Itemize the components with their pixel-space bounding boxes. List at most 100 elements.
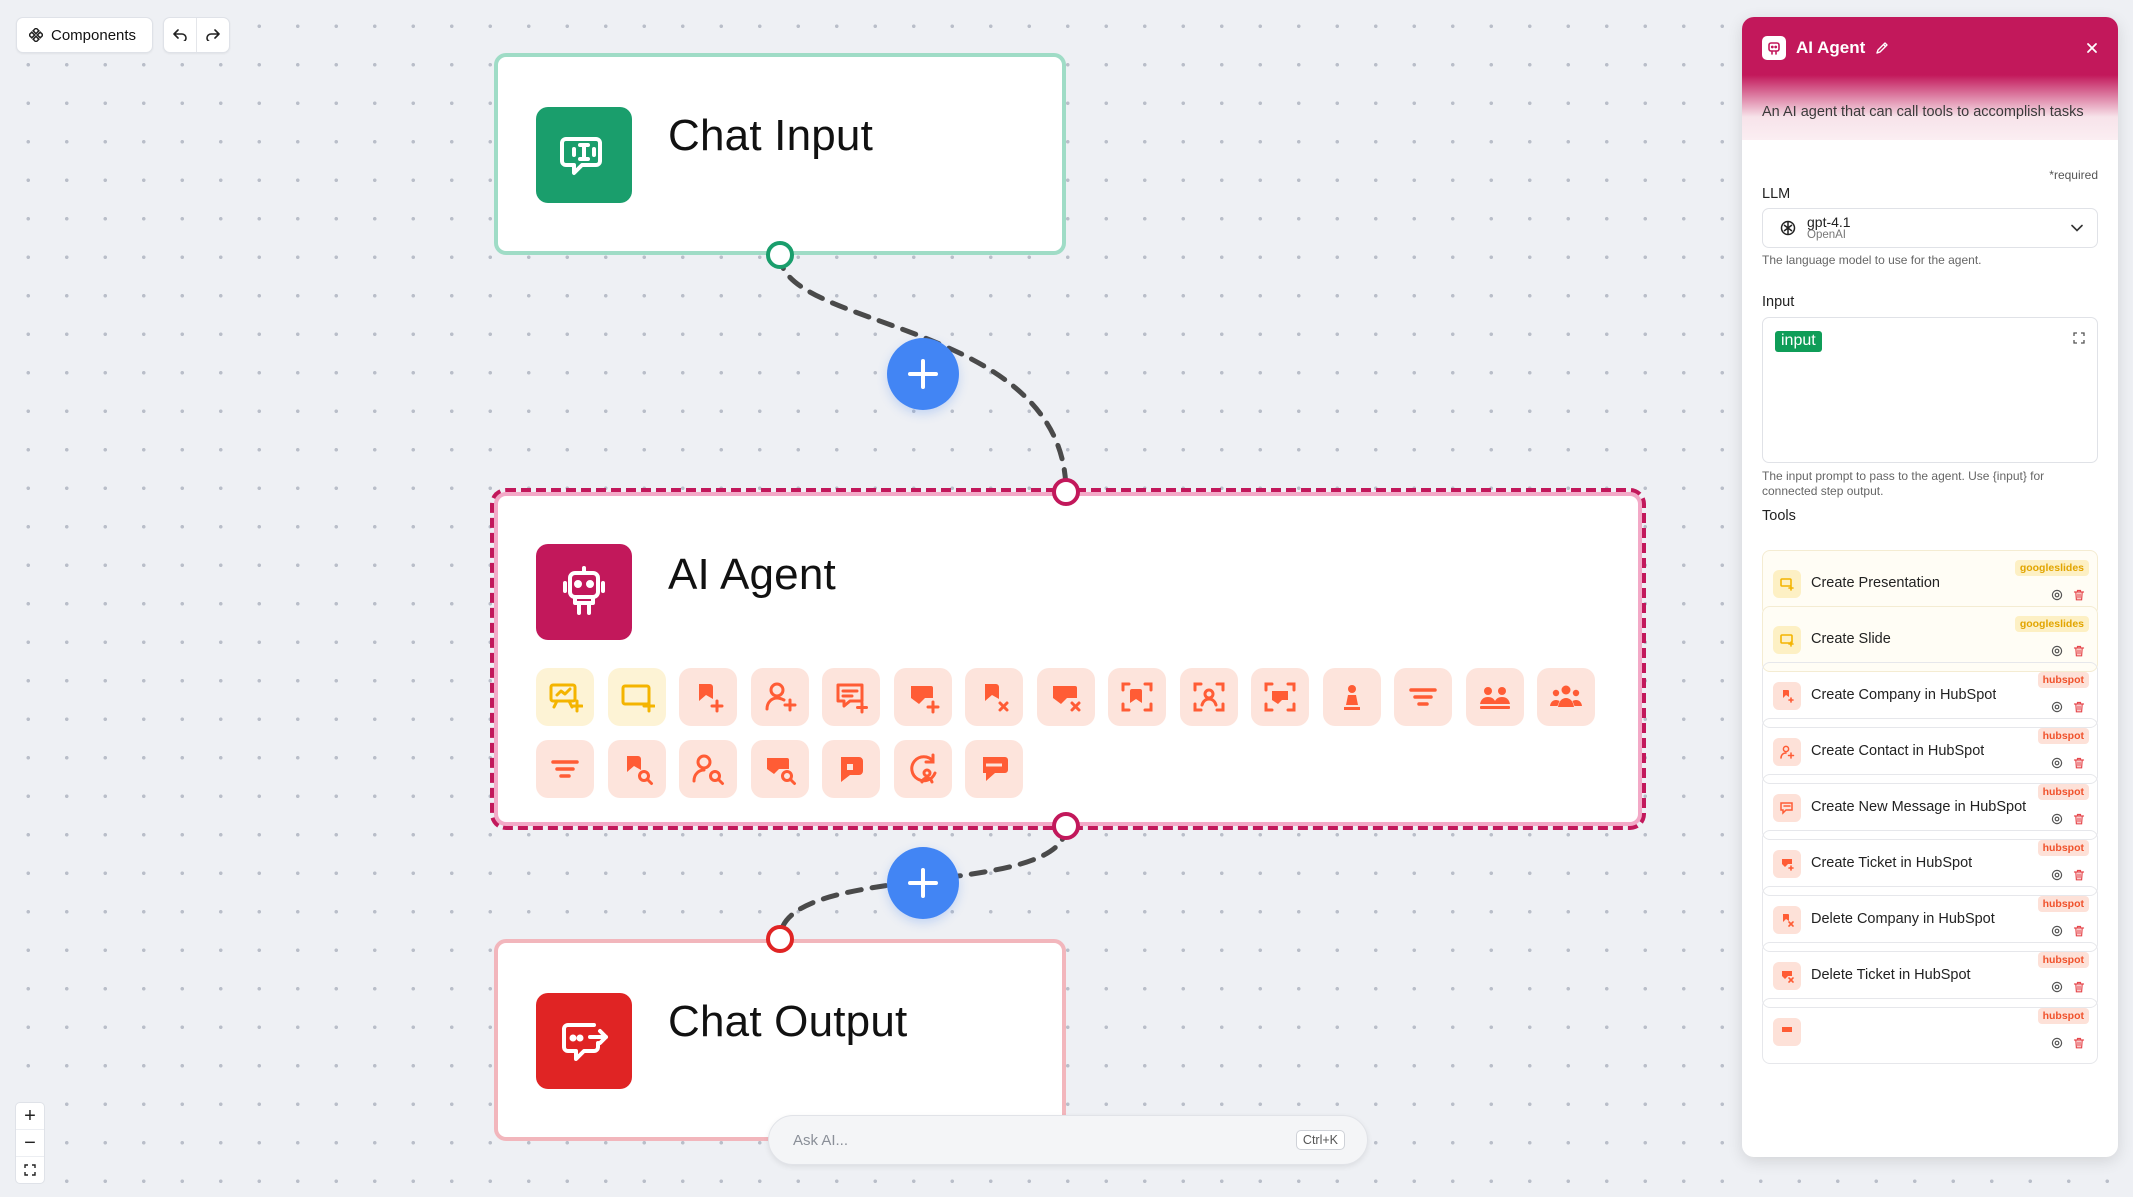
ticket-add-icon	[1773, 850, 1801, 878]
llm-select[interactable]: gpt-4.1 OpenAI	[1762, 208, 2098, 248]
tool-badge: googleslides	[2014, 616, 2089, 632]
tool-actions	[2051, 645, 2085, 657]
input-field[interactable]: input	[1762, 317, 2098, 463]
pawn-icon[interactable]	[1322, 668, 1381, 726]
undo-icon[interactable]	[164, 18, 196, 52]
panel-description: An AI agent that can call tools to accom…	[1762, 104, 2084, 120]
components-icon	[29, 28, 43, 42]
ai-agent-output-port[interactable]	[1052, 812, 1080, 840]
trash-icon[interactable]	[2073, 925, 2085, 937]
ai-agent-title: AI Agent	[668, 550, 836, 599]
filter-list-icon[interactable]	[536, 740, 594, 798]
tool-card[interactable]: hubspot	[1762, 998, 2098, 1064]
tool-card[interactable]: Create Ticket in HubSpot hubspot	[1762, 830, 2098, 896]
trash-icon[interactable]	[2073, 869, 2085, 881]
tool-badge: hubspot	[2037, 1008, 2089, 1024]
team-icon[interactable]	[1537, 668, 1595, 726]
group-icon[interactable]	[1465, 668, 1524, 726]
message-icon[interactable]	[965, 740, 1023, 798]
required-note: *required	[2049, 168, 2098, 182]
components-label: Components	[51, 26, 137, 44]
trash-icon[interactable]	[2073, 813, 2085, 825]
settings-icon[interactable]	[2051, 925, 2063, 937]
settings-icon[interactable]	[2051, 589, 2063, 601]
input-variable-tag: input	[1775, 331, 1822, 352]
settings-icon[interactable]	[2051, 701, 2063, 713]
zoom-out-button[interactable]: −	[16, 1129, 44, 1156]
contact-add-icon[interactable]	[750, 668, 809, 726]
zoom-in-button[interactable]: +	[24, 1104, 36, 1127]
components-button[interactable]: Components	[16, 17, 154, 53]
settings-icon[interactable]	[2051, 757, 2063, 769]
llm-label: LLM	[1762, 186, 1791, 202]
tool-name: Create Company in HubSpot	[1811, 687, 1997, 703]
presentation-add-icon[interactable]	[536, 668, 594, 726]
chevron-down-icon	[2071, 224, 2083, 232]
add-step-button[interactable]	[887, 847, 959, 919]
fit-view-icon	[24, 1164, 36, 1176]
company-delete-icon[interactable]	[1036, 668, 1095, 726]
settings-icon[interactable]	[2051, 1037, 2063, 1049]
contact-search-icon[interactable]	[679, 740, 737, 798]
ticket-delete-icon[interactable]	[965, 668, 1023, 726]
trash-icon[interactable]	[2073, 981, 2085, 993]
add-step-button[interactable]	[887, 338, 959, 410]
chat-output-input-port[interactable]	[766, 925, 794, 953]
trash-icon[interactable]	[2073, 757, 2085, 769]
tool-name: Create Ticket in HubSpot	[1811, 855, 1973, 871]
company-add-icon	[1773, 682, 1801, 710]
llm-provider: OpenAI	[1807, 228, 1846, 241]
company-search-icon[interactable]	[750, 740, 809, 798]
tool-actions	[2051, 1037, 2085, 1049]
panel-header: AI Agent An AI agent that can call tools…	[1742, 17, 2118, 140]
trash-icon[interactable]	[2073, 1037, 2085, 1049]
refresh-contact-icon[interactable]	[893, 740, 952, 798]
tool-actions	[2051, 981, 2085, 993]
tool-actions	[2051, 813, 2085, 825]
trash-icon[interactable]	[2073, 701, 2085, 713]
settings-icon[interactable]	[2051, 869, 2063, 881]
message-add-icon[interactable]	[822, 668, 880, 726]
tool-name: Create Contact in HubSpot	[1811, 743, 1985, 759]
tool-name: Create Presentation	[1811, 575, 1940, 591]
chat-input-output-port[interactable]	[766, 241, 794, 269]
tool-actions	[2051, 701, 2085, 713]
ask-ai-input[interactable]: Ask AI... Ctrl+K	[768, 1115, 1368, 1165]
ai-agent-input-port[interactable]	[1052, 478, 1080, 506]
trash-icon[interactable]	[2073, 645, 2085, 657]
chat-output-node[interactable]: Chat Output	[494, 939, 1066, 1141]
redo-icon[interactable]	[196, 18, 229, 52]
tool-actions	[2051, 925, 2085, 937]
edit-icon[interactable]	[1875, 41, 1889, 55]
company-add-icon[interactable]	[893, 668, 952, 726]
ai-agent-node[interactable]: AI Agent	[494, 492, 1642, 826]
scan-contact-icon[interactable]	[1179, 668, 1238, 726]
settings-icon[interactable]	[2051, 645, 2063, 657]
shortcut-hint: Ctrl+K	[1295, 1130, 1345, 1150]
settings-icon[interactable]	[2051, 981, 2063, 993]
close-icon[interactable]	[2086, 42, 2098, 54]
company-delete-icon	[1773, 906, 1801, 934]
trash-icon[interactable]	[2073, 589, 2085, 601]
tool-badge: hubspot	[2037, 840, 2089, 856]
scan-ticket-icon[interactable]	[1108, 668, 1166, 726]
ticket-search-icon[interactable]	[607, 740, 666, 798]
tool-name: Create New Message in HubSpot	[1811, 799, 2027, 815]
ticket-delete-icon	[1773, 962, 1801, 990]
fit-view-button[interactable]	[16, 1156, 44, 1183]
hubspot-chat-icon[interactable]	[822, 740, 880, 798]
ticket-add-icon[interactable]	[679, 668, 737, 726]
scan-company-icon[interactable]	[1251, 668, 1309, 726]
filter-icon[interactable]	[1394, 668, 1452, 726]
tool-name: Delete Ticket in HubSpot	[1811, 967, 1971, 983]
expand-icon[interactable]	[2073, 332, 2085, 344]
settings-icon[interactable]	[2051, 813, 2063, 825]
chat-input-node[interactable]: Chat Input	[494, 53, 1066, 255]
slide-add-icon[interactable]	[607, 668, 666, 726]
